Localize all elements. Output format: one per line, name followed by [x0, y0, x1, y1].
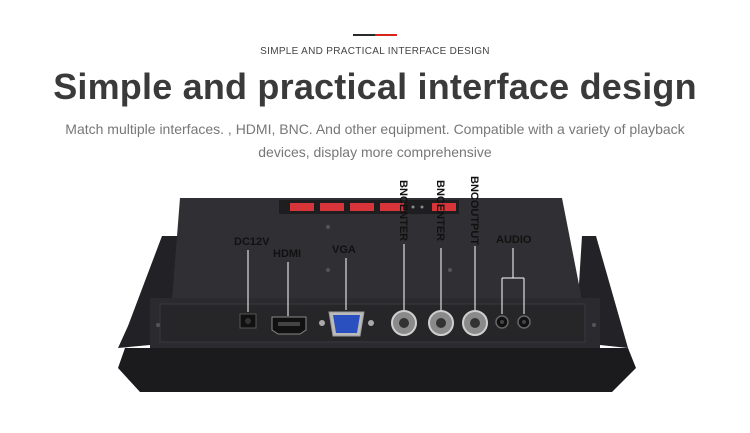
source-button[interactable] — [380, 203, 404, 211]
page-description: Match multiple interfaces. , HDMI, BNC. … — [65, 121, 685, 160]
vga-screw-right — [368, 320, 374, 326]
accent-line-dark — [353, 34, 375, 36]
label-bnc-output: BNCOUTPUT — [468, 176, 480, 246]
menu-button[interactable] — [290, 203, 314, 211]
screw-hole — [326, 225, 330, 229]
screw-hole — [326, 268, 330, 272]
label-bnc-center-2: BNCENTER — [434, 180, 446, 242]
section-eyebrow: SIMPLE AND PRACTICAL INTERFACE DESIGN — [260, 46, 490, 57]
page-title: Simple and practical interface design — [53, 66, 697, 107]
monitor-housing — [172, 198, 582, 300]
vga-port — [333, 315, 360, 333]
up-button[interactable] — [320, 203, 344, 211]
led-indicator — [420, 205, 424, 209]
bnc-connector-3-core — [470, 318, 480, 328]
vga-screw-left — [319, 320, 325, 326]
screw-hole — [592, 323, 596, 327]
screw-hole — [448, 268, 452, 272]
label-hdmi: HDMI — [273, 248, 302, 260]
bnc-connector-1-core — [399, 318, 409, 328]
led-indicator — [411, 205, 415, 209]
accent-line-red — [375, 34, 397, 36]
bnc-connector-2-core — [436, 318, 446, 328]
down-button[interactable] — [350, 203, 374, 211]
audio-jack-2-core — [522, 320, 526, 324]
screw-hole — [156, 323, 160, 327]
label-bnc-center-1: BNCENTER — [397, 180, 409, 242]
label-vga: VGA — [332, 244, 356, 256]
dc-jack-pin — [245, 318, 251, 324]
power-button[interactable] — [432, 203, 456, 211]
label-audio: AUDIO — [496, 234, 532, 246]
label-dc12v: DC12V — [234, 236, 270, 248]
hdmi-port-pins — [278, 322, 300, 326]
monitor-base — [118, 348, 636, 392]
audio-jack-1-core — [500, 320, 504, 324]
